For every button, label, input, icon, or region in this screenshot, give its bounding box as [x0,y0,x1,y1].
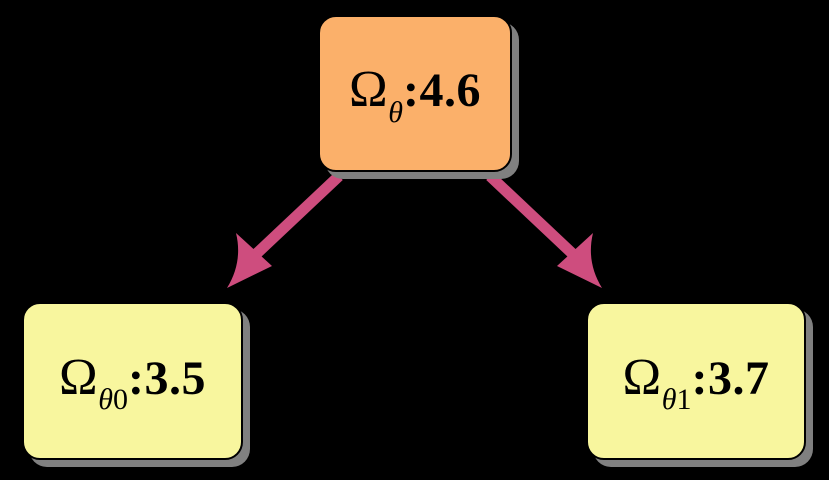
edge-root-left-arrowhead [227,233,272,288]
subscript-group: θ1 [662,383,692,416]
theta-symbol: θ [388,95,403,129]
subscript-index: 1 [676,383,692,417]
omega-symbol: Ω [622,348,662,406]
theta-symbol: θ [661,383,677,417]
edge-root-right [486,171,602,288]
node-value: 3.7 [707,351,770,405]
edge-root-right-arrowhead [557,233,602,288]
edge-root-left-line [249,171,343,262]
separator: : [691,351,708,405]
tree-node-right-child[interactable]: Ωθ1:3.7 [586,302,806,460]
separator: : [127,351,145,405]
omega-symbol: Ω [349,61,389,119]
omega-symbol: Ω [59,348,99,406]
node-value: 3.5 [144,351,206,405]
subscript-group: θ0 [98,383,128,416]
tree-node-root-label: Ωθ:4.6 [349,61,481,128]
edge-root-left [227,171,343,288]
separator: : [402,64,420,118]
node-value: 4.6 [419,64,481,118]
tree-node-left-child-label: Ωθ0:3.5 [59,348,206,415]
tree-node-right-child-label: Ωθ1:3.7 [622,348,770,415]
theta-symbol: θ [98,383,113,417]
subscript-group: θ [388,96,403,129]
tree-node-root[interactable]: Ωθ:4.6 [318,15,512,172]
subscript-index: 0 [112,383,128,417]
edge-root-right-line [486,171,580,262]
tree-node-left-child[interactable]: Ωθ0:3.5 [22,302,243,460]
